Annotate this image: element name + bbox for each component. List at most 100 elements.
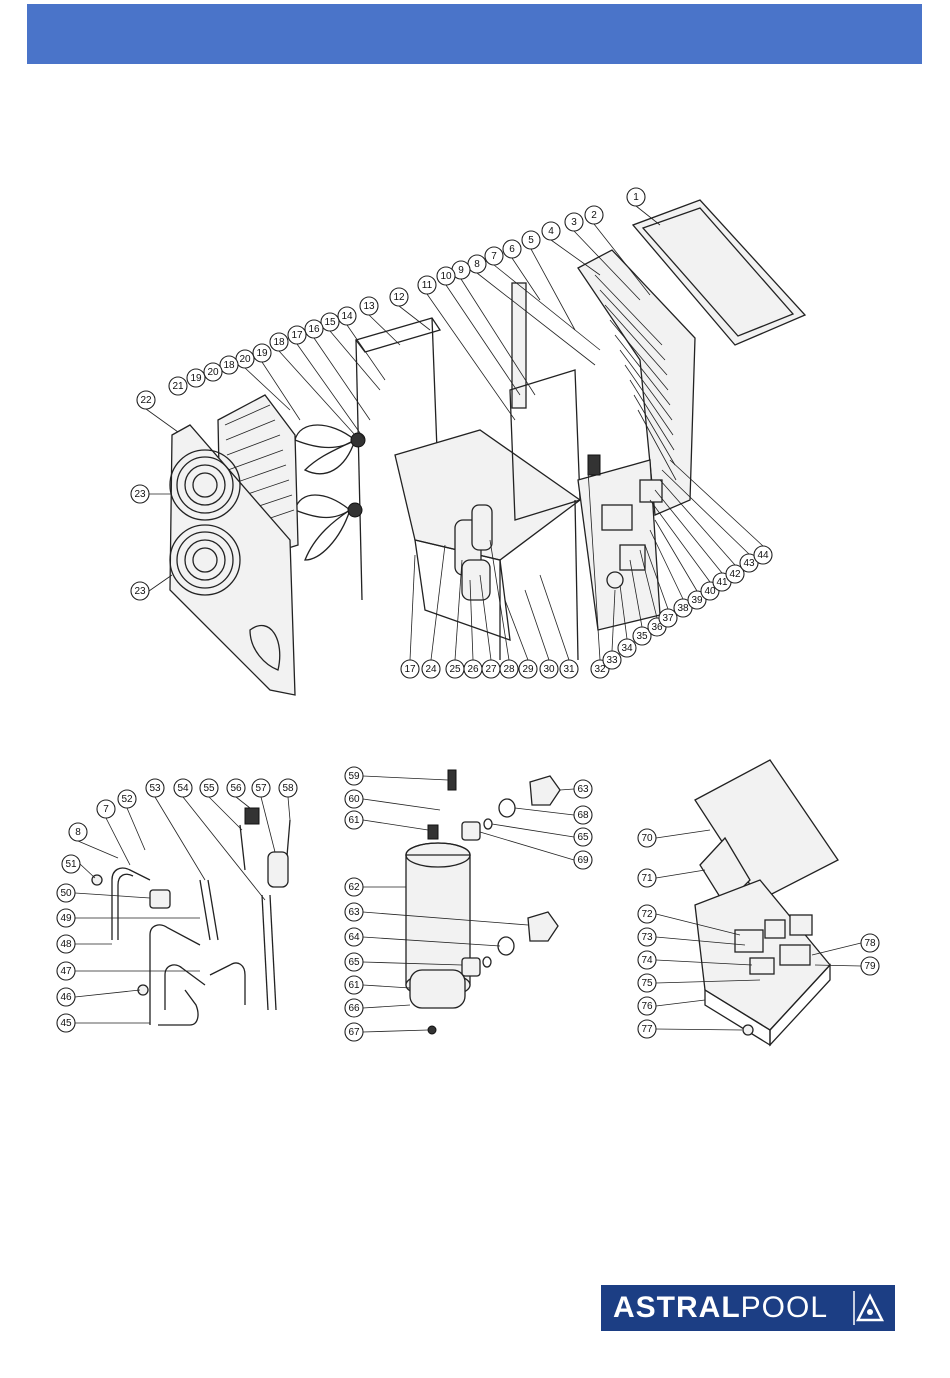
part-number: 17 (404, 664, 416, 675)
part-number: 25 (449, 664, 461, 675)
part-number: 70 (641, 833, 653, 844)
part-callout: 78 (861, 934, 879, 952)
part-callout: 71 (638, 869, 656, 887)
part-callout: 74 (638, 951, 656, 969)
part-number: 63 (577, 784, 589, 795)
part-number: 21 (172, 381, 184, 392)
fan-blades (295, 425, 365, 560)
part-number: 76 (641, 1001, 653, 1012)
part-number: 9 (458, 265, 464, 276)
part-number: 44 (757, 550, 769, 561)
part-callout: 13 (360, 297, 378, 315)
part-number: 18 (223, 360, 235, 371)
part-callout: 50 (57, 884, 75, 902)
part-number: 38 (677, 603, 689, 614)
part-callout: 31 (560, 660, 578, 678)
part-callout: 29 (519, 660, 537, 678)
part-number: 34 (621, 643, 633, 654)
part-callout: 19 (253, 344, 271, 362)
part-number: 56 (230, 783, 242, 794)
part-number: 18 (273, 337, 285, 348)
part-callout: 22 (137, 391, 155, 409)
part-number: 54 (177, 783, 189, 794)
part-number: 19 (256, 348, 268, 359)
part-callout: 19 (187, 369, 205, 387)
part-callout: 58 (279, 779, 297, 797)
part-number: 10 (440, 271, 452, 282)
part-number: 60 (348, 794, 360, 805)
part-callout: 56 (227, 779, 245, 797)
part-number: 35 (636, 631, 648, 642)
part-number: 22 (140, 395, 152, 406)
part-number: 55 (203, 783, 215, 794)
part-number: 48 (60, 939, 72, 950)
control-box-sub-diagram (656, 760, 861, 1045)
part-number: 49 (60, 913, 72, 924)
part-number: 66 (348, 1003, 360, 1014)
part-callout: 12 (390, 288, 408, 306)
part-callout: 70 (638, 829, 656, 847)
part-number: 12 (393, 292, 405, 303)
part-callout: 15 (321, 313, 339, 331)
part-number: 8 (75, 827, 81, 838)
part-number: 72 (641, 909, 653, 920)
part-number: 24 (425, 664, 437, 675)
part-callout: 79 (861, 957, 879, 975)
part-callout: 11 (418, 276, 436, 294)
part-number: 3 (571, 217, 577, 228)
part-number: 71 (641, 873, 653, 884)
part-number: 59 (348, 771, 360, 782)
part-number: 65 (348, 957, 360, 968)
part-callout: 62 (345, 878, 363, 896)
part-number: 77 (641, 1024, 653, 1035)
part-callout: 8 (468, 255, 486, 273)
part-number: 45 (60, 1018, 72, 1029)
part-number: 58 (282, 783, 294, 794)
part-callout: 2 (585, 206, 603, 224)
part-callout: 3 (565, 213, 583, 231)
part-number: 50 (60, 888, 72, 899)
part-number: 23 (134, 489, 146, 500)
part-callout: 46 (57, 988, 75, 1006)
part-callout: 72 (638, 905, 656, 923)
part-number: 26 (467, 664, 479, 675)
astralpool-logo: ASTRALPOOL (601, 1285, 895, 1331)
part-callout: 49 (57, 909, 75, 927)
part-callout: 14 (338, 307, 356, 325)
part-number: 17 (291, 330, 303, 341)
part-callout: 20 (236, 350, 254, 368)
part-number: 16 (308, 324, 320, 335)
part-callout: 30 (540, 660, 558, 678)
part-number: 64 (348, 932, 360, 943)
part-callout: 17 (288, 326, 306, 344)
part-callout: 60 (345, 790, 363, 808)
logo-text: ASTRALPOOL (613, 1291, 828, 1325)
part-callout: 64 (345, 928, 363, 946)
logo-mark-icon (853, 1291, 887, 1325)
part-callout: 73 (638, 928, 656, 946)
part-number: 31 (563, 664, 575, 675)
part-number: 15 (324, 317, 336, 328)
part-number: 28 (503, 664, 515, 675)
part-number: 46 (60, 992, 72, 1003)
part-number: 65 (577, 832, 589, 843)
part-callout: 45 (57, 1014, 75, 1032)
main-exploded-view (146, 200, 805, 695)
part-callout: 33 (603, 651, 621, 669)
part-callout: 7 (97, 800, 115, 818)
part-callout: 59 (345, 767, 363, 785)
part-callout: 63 (574, 780, 592, 798)
part-callout: 24 (422, 660, 440, 678)
part-callout: 66 (345, 999, 363, 1017)
part-number: 42 (729, 569, 741, 580)
part-number: 61 (348, 980, 360, 991)
part-number: 2 (591, 210, 597, 221)
part-number: 11 (422, 280, 433, 291)
part-number: 7 (103, 804, 109, 815)
part-callout: 5 (522, 231, 540, 249)
part-callout: 51 (62, 855, 80, 873)
side-panel (578, 455, 662, 630)
part-number: 53 (149, 783, 161, 794)
part-callout: 20 (204, 363, 222, 381)
